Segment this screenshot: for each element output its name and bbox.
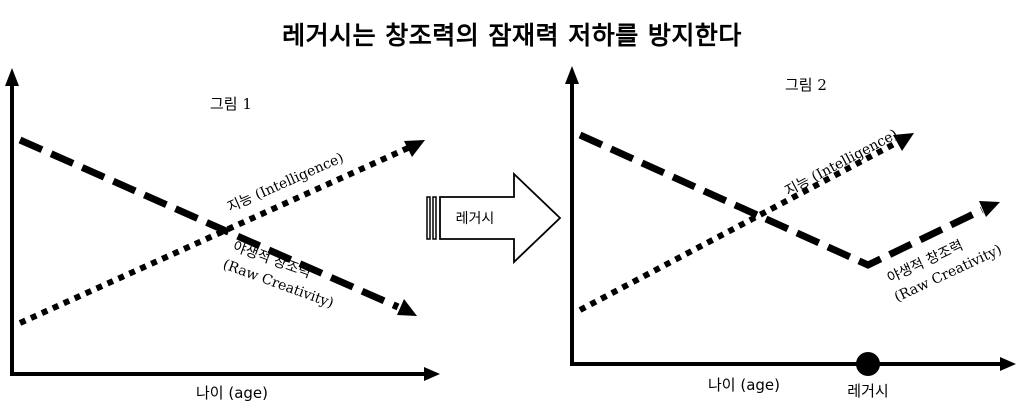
figure-1-x-axis-arrowhead [424, 367, 440, 381]
figure-2-creativity-line [578, 131, 984, 269]
legacy-arrow-stripe-1 [426, 196, 431, 240]
legacy-arrow-body [439, 171, 562, 265]
figure-2-x-axis-label: 나이 (age) [708, 376, 780, 394]
figure-1-creativity-arrowhead [397, 299, 417, 316]
page-title: 레거시는 창조력의 잠재력 저하를 방지한다 [282, 21, 742, 50]
figure-1-creativity-line [18, 136, 400, 311]
figure-2-x-axis-arrowhead [1000, 357, 1016, 371]
figure-2-legacy-marker-label: 레거시 [847, 382, 888, 400]
figure-2-creativity-arrowhead [979, 201, 1000, 217]
figure-2: 그림 2 지능 (Intelligence) 야생적 창조력 (Raw Crea… [565, 66, 1016, 400]
figure-1-x-axis-label: 나이 (age) [196, 384, 268, 402]
legacy-arrow-label: 레거시 [456, 211, 495, 227]
legacy-arrow: 레거시 [426, 171, 562, 265]
figure-1-intelligence-arrowhead [404, 140, 425, 157]
figure-2-legacy-marker-dot [856, 352, 880, 376]
figure-1-label: 그림 1 [210, 95, 252, 113]
figure-2-intelligence-arrowhead [893, 133, 914, 151]
figure-2-label: 그림 2 [785, 76, 827, 94]
figure-2-y-axis-arrowhead [565, 66, 579, 84]
figure-2-intelligence-label: 지능 (Intelligence) [782, 127, 900, 200]
figure-1-y-axis-arrowhead [5, 68, 19, 86]
figure-1-intelligence-line [18, 145, 410, 326]
figure-1: 그림 1 지능 (Intelligence) 야생적 창조력 (Raw Crea… [5, 68, 440, 402]
legacy-arrow-stripe-2 [432, 196, 437, 240]
